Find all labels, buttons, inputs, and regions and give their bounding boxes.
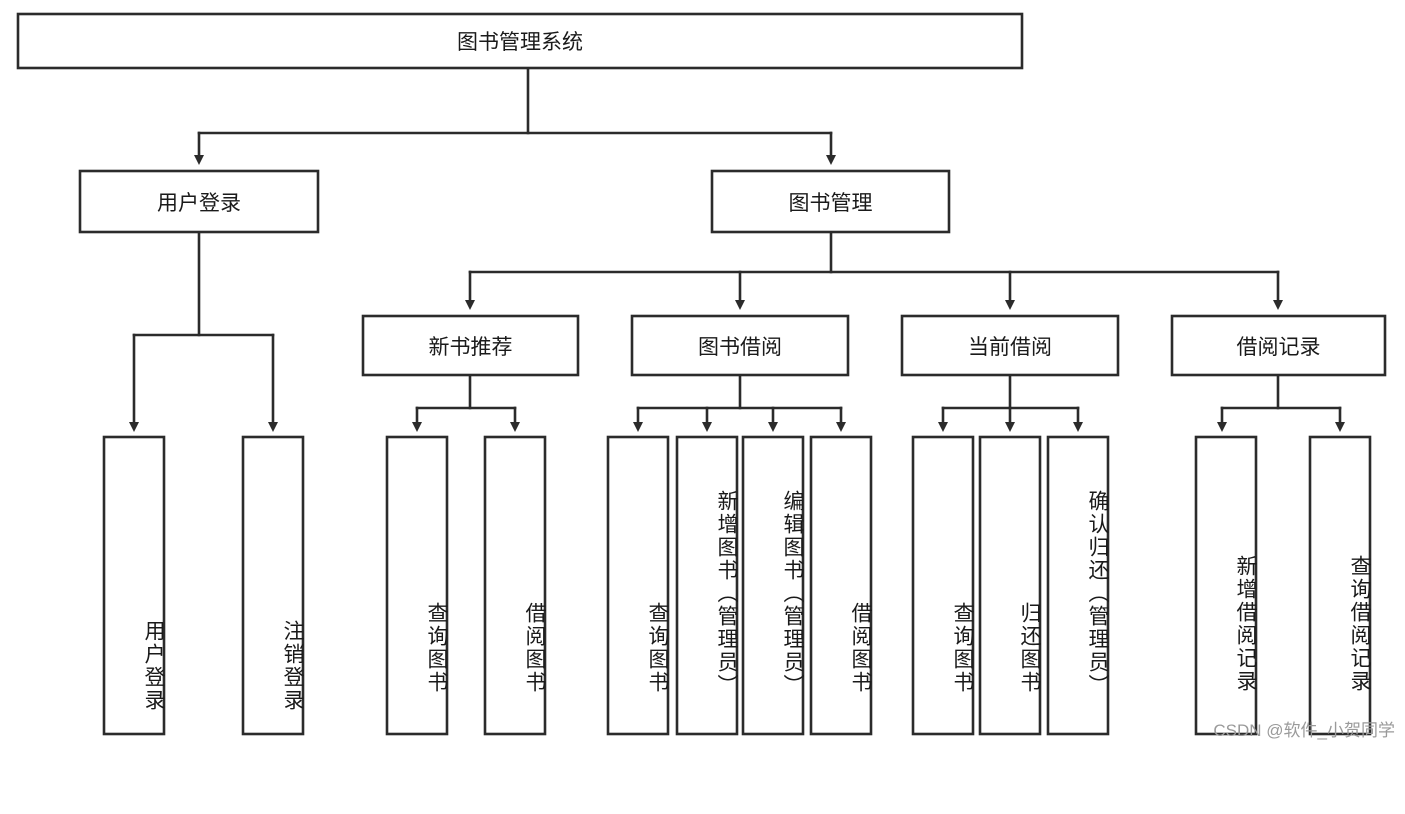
diagram-canvas: 图书管理系统 用户登录 图书管理 新书推荐 图书借阅 当前借阅 借阅记录 用户登… bbox=[16, 12, 1395, 740]
node-current-borrow[interactable] bbox=[900, 314, 1120, 377]
node-new-book-recommend[interactable] bbox=[361, 314, 580, 377]
leaf-box-query-books-bb[interactable] bbox=[606, 435, 670, 736]
watermark-text: CSDN @软件_小贺同学 bbox=[1213, 721, 1395, 740]
leaf-box-query-borrow-record[interactable] bbox=[1308, 435, 1372, 736]
leaf-box-query-books-nb[interactable] bbox=[385, 435, 449, 736]
node-root[interactable] bbox=[16, 12, 1024, 70]
tree-diagram-svg bbox=[16, 12, 1387, 736]
node-book-borrow[interactable] bbox=[630, 314, 850, 377]
edge-book-mgmt-to-level2 bbox=[465, 231, 1283, 310]
edge-new-books-to-leaves bbox=[412, 374, 520, 432]
leaf-box-query-books-cb[interactable] bbox=[911, 435, 975, 736]
leaf-box-add-borrow-record[interactable] bbox=[1194, 435, 1258, 736]
leaf-box-user-login[interactable] bbox=[102, 435, 166, 736]
node-borrow-records[interactable] bbox=[1170, 314, 1387, 377]
edge-user-login-to-leaves bbox=[129, 231, 278, 432]
leaf-box-confirm-return-admin[interactable] bbox=[1046, 435, 1110, 736]
leaf-box-borrow-books-bb[interactable] bbox=[809, 435, 873, 736]
node-book-management[interactable] bbox=[710, 169, 951, 234]
edge-borrow-to-leaves bbox=[633, 374, 846, 432]
leaf-box-edit-book-admin[interactable] bbox=[741, 435, 805, 736]
edge-root-to-level1 bbox=[194, 67, 836, 165]
leaf-box-logout[interactable] bbox=[241, 435, 305, 736]
edge-current-to-leaves bbox=[938, 374, 1083, 432]
node-user-login[interactable] bbox=[78, 169, 320, 234]
leaf-box-add-book-admin[interactable] bbox=[675, 435, 739, 736]
leaf-box-return-books[interactable] bbox=[978, 435, 1042, 736]
leaf-box-borrow-books-nb[interactable] bbox=[483, 435, 547, 736]
edge-records-to-leaves bbox=[1217, 374, 1345, 432]
